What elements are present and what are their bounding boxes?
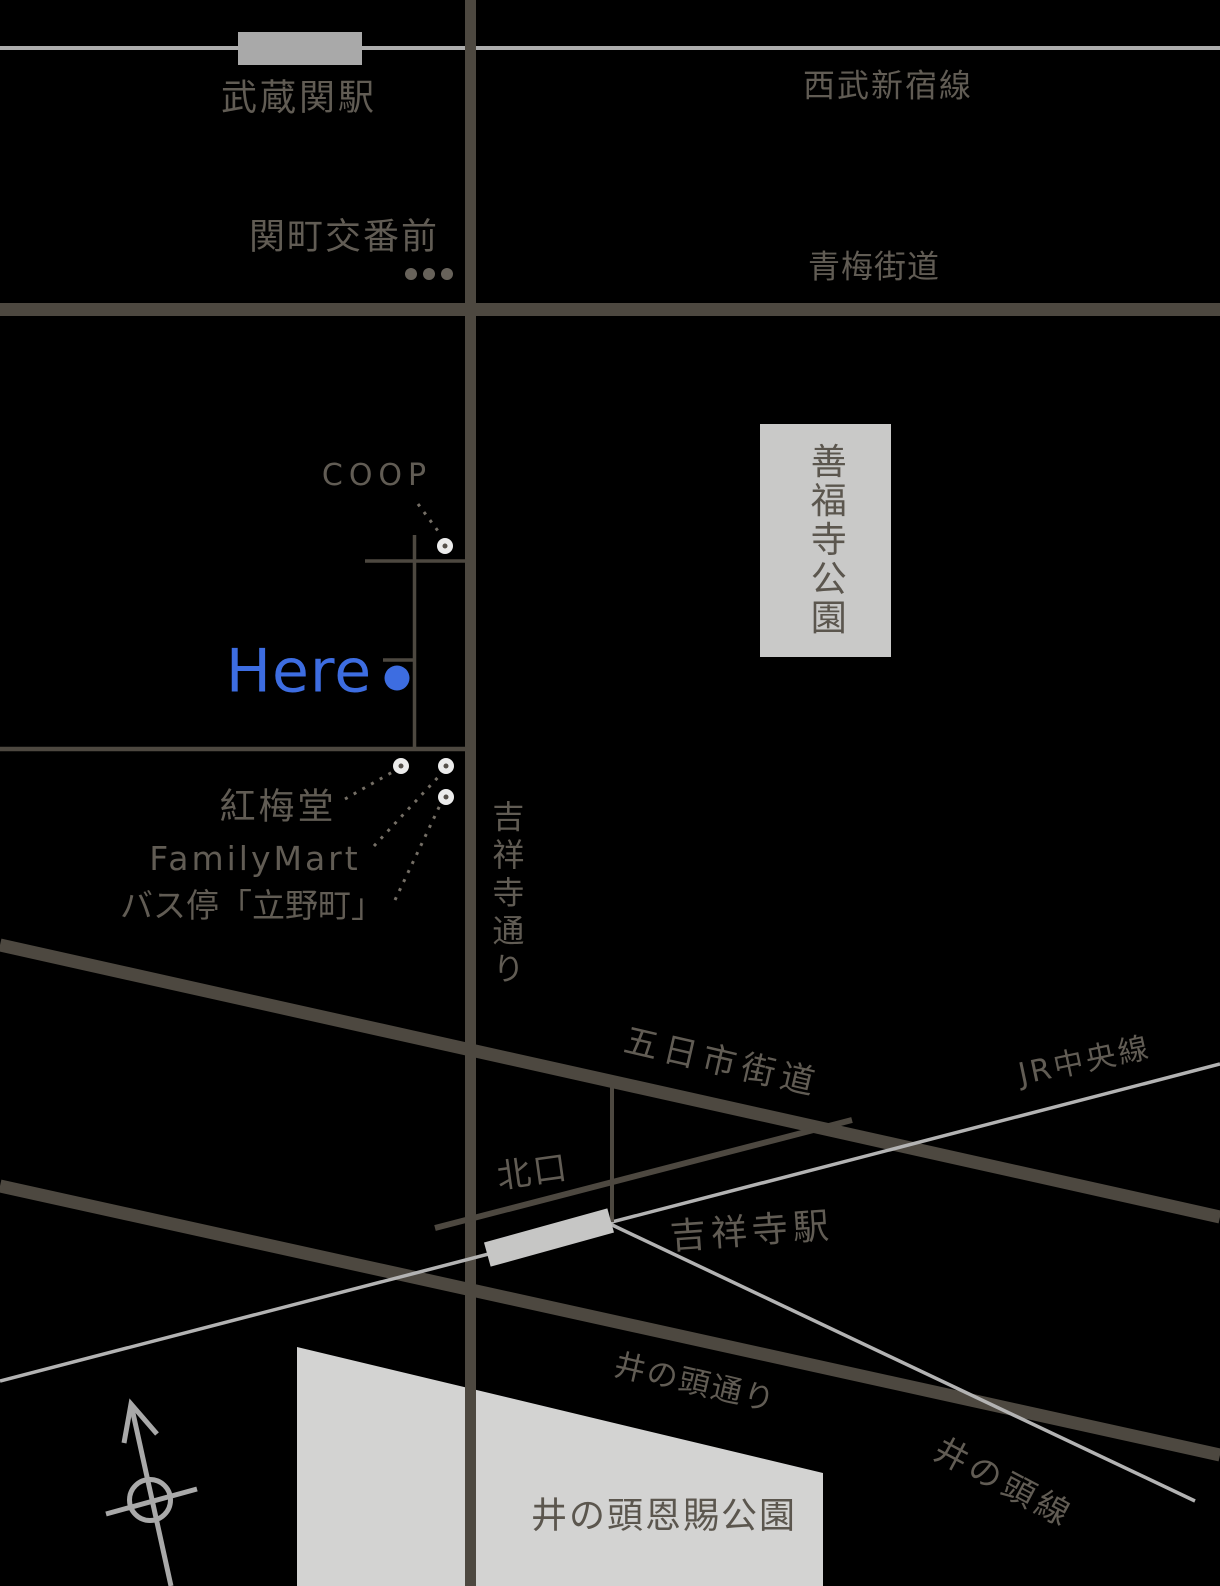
seibu-shinjuku-line-label: 西武新宿線 [802,66,974,105]
inokashira-rail-line [607,1221,1196,1503]
koubaido-marker-center [398,763,404,769]
ome-kaido-label: 青梅街道 [807,247,941,286]
kichijoji-dori-road [465,0,476,1586]
compass-crossbar [105,1486,198,1517]
inokashira-park-label: 井の頭恩賜公園 [530,1495,798,1537]
familymart-leader-line [372,772,443,848]
compass-arrowhead [121,1398,159,1444]
kichijoji-dori-label: 吉祥寺通り [487,800,526,990]
coop-label: COOP [321,457,433,493]
zenpukuji-park-area [760,424,891,657]
here-label: Here [225,636,373,707]
inokashira-park-area [297,1347,823,1586]
familymart-marker-center [443,763,449,769]
zenpukuji-park-label: 善福寺公園 [804,442,846,638]
coop-marker-center [442,543,448,549]
busstop-marker-center [443,794,449,800]
inokashira-dori-road [0,1179,1220,1462]
seibu-shinjuku-rail-line [0,46,1220,50]
busstop-tatenomachi-label: バス停「立野町」 [120,886,384,926]
police-dot-3 [441,268,453,280]
north-compass-arrow-icon [105,1398,198,1586]
poi-markers [393,538,454,805]
compass-circle [127,1477,173,1523]
police-dot-2 [423,268,435,280]
station-front-road [434,1117,853,1231]
compass-shaft [128,1403,174,1586]
busstop-leader-line [393,800,444,901]
here-location-dot [384,665,410,691]
police-box-dots-icon [405,268,453,280]
police-dot-1 [405,268,417,280]
kichijoji-station-rect [483,1208,615,1267]
koubaido-label: 紅梅堂 [219,786,337,828]
familymart-label: FamilyMart [149,839,361,879]
ome-kaido-road [0,303,1220,316]
leader-lines [344,503,444,901]
sekimachi-koban-label: 関町交番前 [248,216,440,258]
musashiseki-station-rect [238,32,362,65]
musashiseki-station-label: 武蔵関駅 [220,77,378,119]
